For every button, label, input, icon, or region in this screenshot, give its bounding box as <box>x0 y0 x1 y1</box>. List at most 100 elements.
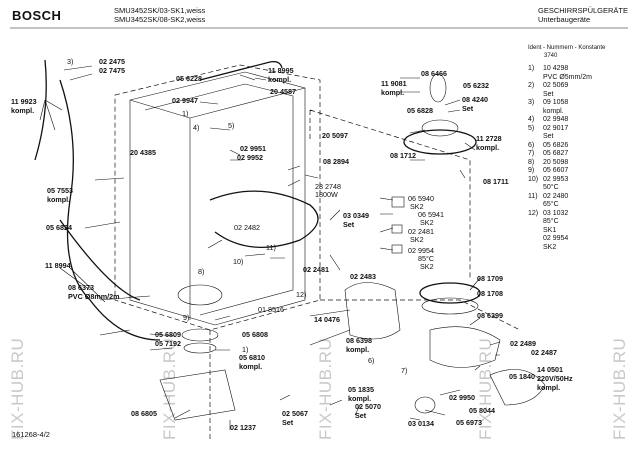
part-label: 20 4587 <box>270 87 296 96</box>
part-label: 1) <box>242 345 249 354</box>
part-label: 02 2481 <box>303 265 329 274</box>
part-label: 02 2489 <box>510 339 536 348</box>
tub-frame <box>129 71 306 326</box>
legend-value: 10 4298 <box>543 65 569 72</box>
part-label: 7) <box>401 366 408 375</box>
legend-value: SK2 <box>543 243 557 251</box>
legend-value: 05 6607 <box>543 167 569 174</box>
legend-key: 6) <box>528 141 535 149</box>
legend-value: Set <box>543 90 554 98</box>
thermostat-sk2 <box>391 224 403 234</box>
legend-key: 2) <box>528 82 535 89</box>
part-label: 08 2894 <box>323 157 349 166</box>
legend-value: 05 6826 <box>543 141 569 149</box>
part-label: 1) <box>182 109 189 118</box>
filter-ring <box>183 342 217 354</box>
part-label: 08 1712 <box>390 151 416 160</box>
legend-value: 85°C <box>543 218 559 225</box>
leaders <box>39 65 501 430</box>
part-label: 28 2748 <box>315 182 341 191</box>
part-label: 03 0134 <box>408 419 434 428</box>
part-label: 05 6824 <box>46 223 72 232</box>
hose-left <box>59 79 161 341</box>
part-label: 02 9950 <box>449 393 475 402</box>
part-label: 08 1709 <box>477 274 503 283</box>
legend-key: 10) <box>528 175 539 183</box>
part-label: 9) <box>183 313 190 322</box>
part-label: 08 4240 <box>462 95 488 104</box>
legend-value: 02 9948 <box>543 116 569 123</box>
part-label: kompl. <box>47 195 71 204</box>
heating-element <box>209 190 319 249</box>
part-label: SK2 <box>410 202 424 211</box>
part-label: 8) <box>198 267 205 276</box>
ident-label: Ident - Nummern - Konstante <box>528 45 606 51</box>
legend-value: 02 9017 <box>543 124 569 132</box>
part-label: 05 8044 <box>469 406 495 415</box>
legend-key: 4) <box>528 116 535 123</box>
part-label: PVC Ø8mm/2m <box>68 292 120 301</box>
part-label: 05 6973 <box>456 418 482 427</box>
legend-key: 5) <box>528 124 535 132</box>
part-label: kompl. <box>476 143 500 152</box>
legend-value: 50°C <box>543 184 559 191</box>
legend-value: SK1 <box>543 226 557 234</box>
motor <box>344 282 401 340</box>
part-label: 85°C <box>418 254 435 263</box>
gasket-ring <box>181 328 219 342</box>
legend-key: 3) <box>528 99 535 106</box>
part-label: 11 9923 <box>11 97 37 106</box>
pump-cap <box>414 396 436 414</box>
legend-value: 02 9954 <box>543 235 569 242</box>
part-label: Set <box>343 220 355 229</box>
legend-value: 20 5098 <box>543 158 569 166</box>
part-label: 08 1711 <box>483 177 509 186</box>
part-label: 20 4385 <box>130 148 156 157</box>
part-label: 08 6466 <box>421 69 447 78</box>
upper-spray-arm <box>403 129 477 155</box>
tub-inner <box>144 83 294 316</box>
part-label: 08 6398 <box>346 336 372 345</box>
part-label: 6) <box>368 356 375 365</box>
part-label: 02 9954 <box>408 246 434 255</box>
legend-value: 02 9953 <box>543 175 569 183</box>
part-label: SK2 <box>420 262 434 271</box>
legend-key: 9) <box>528 167 535 174</box>
part-label: 02 9951 <box>240 144 266 153</box>
part-label: 14 0501 <box>537 365 563 374</box>
part-label: 02 5070 <box>355 402 381 411</box>
part-label: 05 6232 <box>463 81 489 90</box>
hose-vent <box>34 59 47 161</box>
part-label: kompl. <box>381 88 405 97</box>
spray-arm <box>199 60 283 81</box>
pump-housing <box>159 369 236 421</box>
circulation-housing <box>429 326 501 368</box>
part-label: 02 2487 <box>531 348 557 357</box>
model-2: SMU3452SK/08-SK2,weiss <box>114 15 206 24</box>
door-frame <box>309 109 471 280</box>
legend-value: 02 5069 <box>543 82 569 89</box>
part-label: 20 5097 <box>322 131 348 140</box>
part-label: 08 1708 <box>477 289 503 298</box>
part-label: 08 6399 <box>477 311 503 320</box>
legend-value: 09 1058 <box>543 99 569 106</box>
part-label: 11) <box>266 243 276 252</box>
part-label: kompl. <box>268 75 292 84</box>
base-outline <box>209 299 521 440</box>
part-label: 11 9081 <box>381 79 407 88</box>
part-label: 12) <box>296 290 307 299</box>
part-label: kompl. <box>348 394 372 403</box>
part-label: kompl. <box>537 383 561 392</box>
part-label: 3) <box>67 57 74 66</box>
part-label: 06 5941 <box>418 210 444 219</box>
part-label: 05 6828 <box>407 106 433 115</box>
part-label: 02 7475 <box>99 66 125 75</box>
legend-key: 12) <box>528 209 539 217</box>
legend-key: 8) <box>528 158 535 166</box>
part-label: 08 6373 <box>68 283 94 292</box>
part-label: 11 8994 <box>45 261 71 270</box>
part-label: 05 6808 <box>242 330 268 339</box>
part-label: 06 5940 <box>408 194 434 203</box>
legend-value: PVC Ø5mm/2m <box>543 73 593 81</box>
part-label: 1800W <box>315 190 338 199</box>
